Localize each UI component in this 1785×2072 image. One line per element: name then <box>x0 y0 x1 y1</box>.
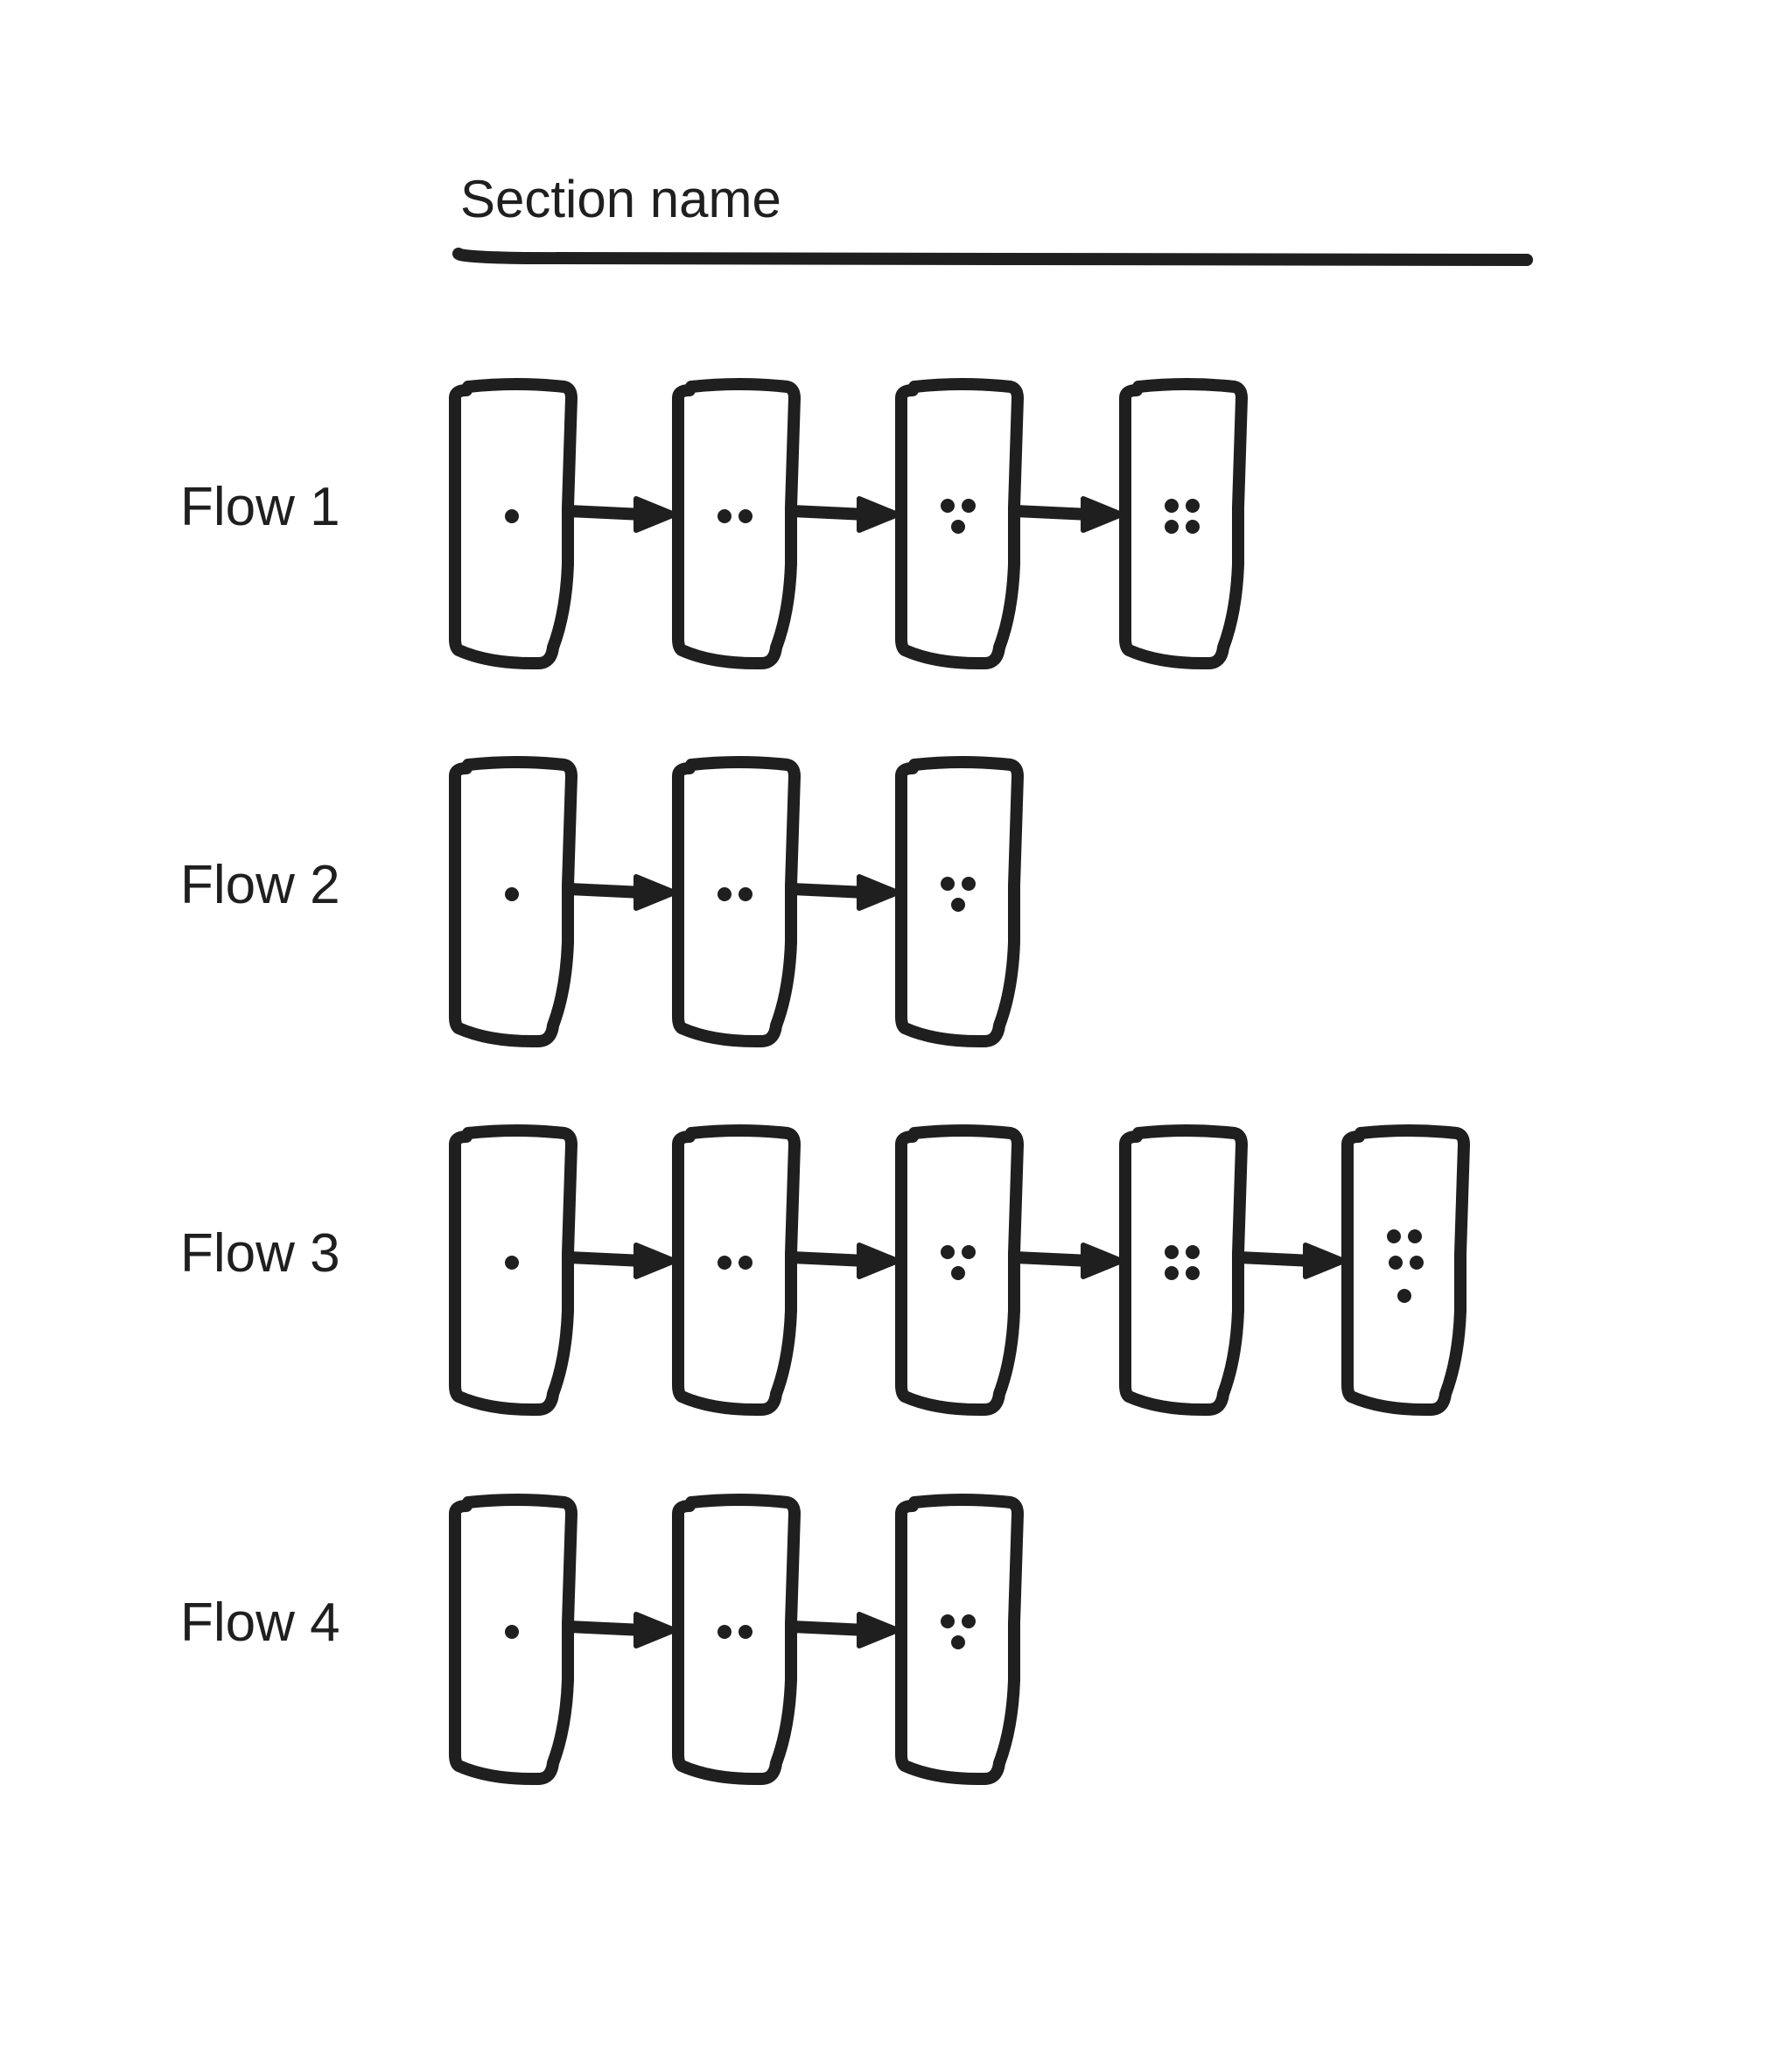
flow-row: Flow 3 <box>180 1124 1470 1417</box>
flow-row: Flow 4 <box>180 1494 1024 1786</box>
flow-step-box <box>672 756 801 1048</box>
step-dot <box>718 887 732 901</box>
section-title: Section name <box>460 170 781 228</box>
step-dot <box>738 1625 752 1639</box>
flow-arrow-line <box>786 505 872 521</box>
step-dot <box>1165 499 1179 513</box>
step-dot <box>951 520 965 534</box>
arrowhead-icon <box>634 1242 677 1279</box>
step-dot <box>718 1256 732 1270</box>
step-dot <box>718 1625 732 1639</box>
arrowhead-icon <box>634 1612 677 1648</box>
arrowhead-icon <box>634 496 677 533</box>
flow-step-box <box>672 1124 801 1417</box>
step-dot <box>951 1266 965 1280</box>
step-dot <box>941 1614 955 1628</box>
flow-arrow-line <box>563 883 649 899</box>
flow-step-box <box>1341 1124 1470 1417</box>
step-dot <box>951 898 965 912</box>
arrowhead-icon <box>1081 496 1124 533</box>
step-dot <box>962 877 976 891</box>
flow-step-box <box>449 756 578 1048</box>
flow-arrow-line <box>563 1620 649 1636</box>
step-dot <box>1186 1245 1200 1259</box>
flow-arrow-line <box>563 1251 649 1267</box>
flow-step-box <box>672 1494 801 1786</box>
step-dot <box>1165 1266 1179 1280</box>
arrowhead-icon <box>857 1612 900 1648</box>
step-dot <box>951 1635 965 1649</box>
step-dot <box>738 1256 752 1270</box>
step-dot <box>1408 1229 1422 1243</box>
step-dot <box>505 887 519 901</box>
flow-row: Flow 1 <box>180 378 1248 670</box>
step-dot <box>505 509 519 523</box>
step-dot <box>738 509 752 523</box>
arrowhead-icon <box>1081 1242 1124 1279</box>
flow-label: Flow 4 <box>180 1592 340 1653</box>
step-dot <box>1387 1229 1401 1243</box>
section-underline <box>452 248 1533 266</box>
step-dot <box>718 509 732 523</box>
step-dot <box>505 1625 519 1639</box>
flow-arrow-line <box>1009 1251 1096 1267</box>
flow-arrow-line <box>786 1620 872 1636</box>
step-dot <box>1186 1266 1200 1280</box>
flow-step-box <box>895 378 1024 670</box>
flow-step-box <box>449 1124 578 1417</box>
step-dot <box>1186 499 1200 513</box>
arrowhead-icon <box>1303 1242 1347 1279</box>
flow-label: Flow 3 <box>180 1223 340 1284</box>
step-dot <box>941 499 955 513</box>
step-dot <box>1410 1256 1424 1270</box>
step-dot <box>941 1245 955 1259</box>
step-dot <box>962 1614 976 1628</box>
step-dot <box>962 499 976 513</box>
flow-arrow-line <box>1009 505 1096 521</box>
flow-arrow-line <box>786 883 872 899</box>
flow-row: Flow 2 <box>180 756 1024 1048</box>
step-dot <box>962 1245 976 1259</box>
step-dot <box>941 877 955 891</box>
flow-step-box <box>449 378 578 670</box>
flow-step-box <box>1119 1124 1248 1417</box>
section-header: Section name <box>452 170 1533 266</box>
step-dot <box>1397 1289 1411 1303</box>
flow-label: Flow 2 <box>180 855 340 915</box>
arrowhead-icon <box>634 874 677 911</box>
arrowhead-icon <box>857 496 900 533</box>
step-dot <box>738 887 752 901</box>
flow-arrow-line <box>563 505 649 521</box>
flow-step-box <box>672 378 801 670</box>
step-dot <box>1186 520 1200 534</box>
flow-arrow-line <box>786 1251 872 1267</box>
flow-step-box <box>895 1494 1024 1786</box>
arrowhead-icon <box>857 1242 900 1279</box>
flow-step-box <box>895 1124 1024 1417</box>
flow-step-box <box>895 756 1024 1048</box>
flow-label: Flow 1 <box>180 477 340 537</box>
step-dot <box>505 1256 519 1270</box>
step-dot <box>1165 1245 1179 1259</box>
flows: Flow 1 Flow 2 Flow 3 Flow 4 <box>180 378 1470 1786</box>
flow-step-box <box>449 1494 578 1786</box>
step-dot <box>1389 1256 1403 1270</box>
step-dot <box>1165 520 1179 534</box>
arrowhead-icon <box>857 874 900 911</box>
flow-arrow-line <box>1233 1251 1319 1267</box>
flow-step-box <box>1119 378 1248 670</box>
